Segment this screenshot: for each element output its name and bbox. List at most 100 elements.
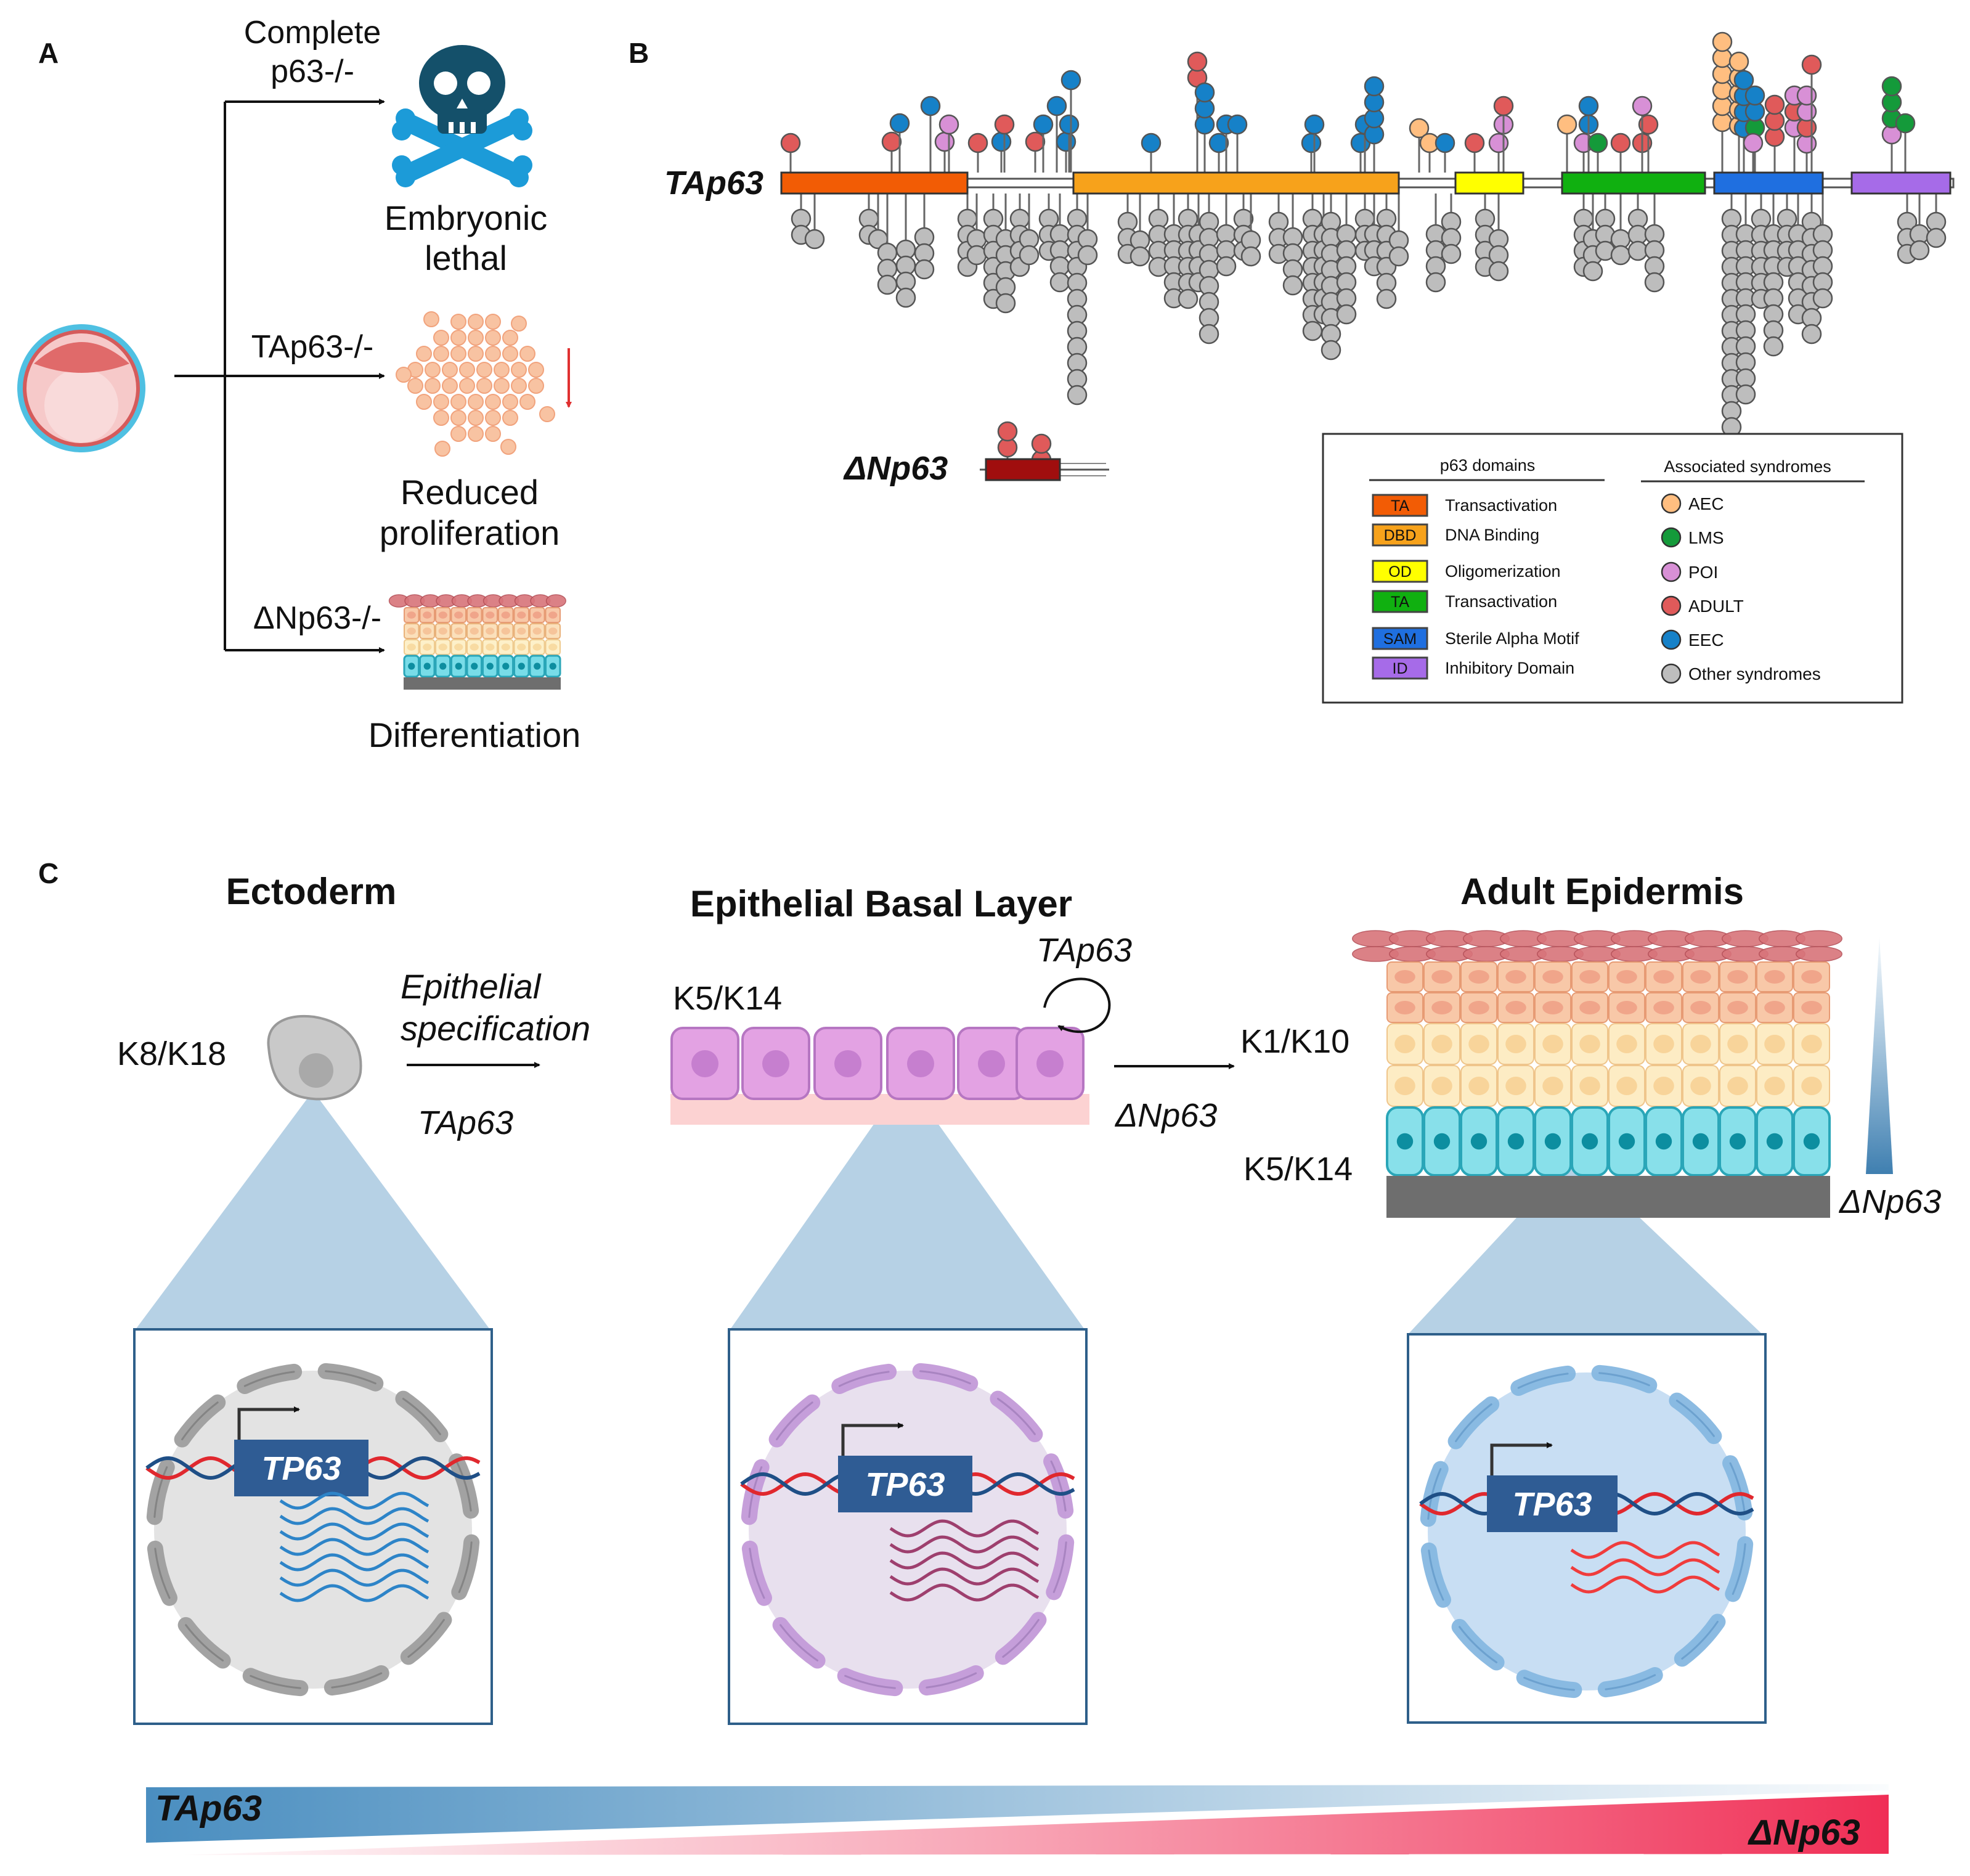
basal-dnp63-label: ΔNp63 [1114, 1097, 1217, 1134]
domain-sam [1713, 171, 1824, 195]
nucleus-icon [154, 1371, 472, 1689]
reduced-label-1: Reduced [401, 473, 539, 512]
domain-od [1454, 171, 1524, 195]
transcription-arrow-icon [1490, 1442, 1553, 1475]
panel-b-label: B [629, 37, 649, 69]
legend-syndrome-dot [1661, 629, 1682, 650]
tp63-gene-label: TP63 [865, 1466, 945, 1503]
cell-cluster-icon [396, 311, 555, 457]
ectoderm-nucleus-box: TP63 [133, 1328, 493, 1725]
legend-syndrome-dot [1661, 663, 1682, 684]
tap63-protein [780, 171, 1955, 195]
mutation-lollipops [780, 31, 1947, 470]
dnp63-ko-label: ΔNp63-/- [253, 600, 381, 636]
legend-domain-name: Oligomerization [1445, 562, 1561, 581]
lethal-label-2: lethal [425, 239, 507, 277]
legend-domain-abbr: SAM [1383, 630, 1417, 648]
tp63-gene-label: TP63 [261, 1450, 341, 1487]
panel-c: C Ectoderm Epithelial Basal Layer Adult … [38, 857, 1941, 1855]
basal-heading: Epithelial Basal Layer [690, 883, 1072, 924]
domain-ta2 [1561, 171, 1706, 195]
legend-syndrome-dot [1661, 561, 1682, 582]
domain-ta1 [780, 171, 969, 195]
stratified-epithelium-icon [388, 594, 566, 690]
complete-label-1: Complete [244, 15, 381, 51]
blastocyst-icon [17, 324, 145, 452]
gradient-tap63-label: TAp63 [155, 1788, 262, 1829]
tap63-ko-label: TAp63-/- [251, 329, 373, 365]
legend-domain-abbr: TA [1391, 593, 1409, 611]
panel-b: B TAp63 ΔNp63 p63 domains Associated syn… [629, 31, 1955, 704]
legend-syndrome-name: POI [1688, 563, 1718, 582]
adult-dnp63-label: ΔNp63 [1838, 1183, 1941, 1220]
legend-domain-swatch [1372, 523, 1428, 547]
tap63-gradient-bar [146, 1784, 1889, 1843]
legend-domains-title: p63 domains [1440, 456, 1536, 475]
mrna-icon [279, 1491, 429, 1602]
ectoderm-heading: Ectoderm [226, 871, 397, 912]
basal-nucleus-box: TP63 [728, 1328, 1088, 1725]
legend: p63 domains Associated syndromes TA Trans… [1322, 433, 1903, 704]
legend-syndrome-dot [1661, 493, 1682, 514]
panel-a-label: A [38, 37, 59, 69]
branch-arrows [174, 99, 385, 653]
domain-dbd [1072, 171, 1400, 195]
tap63-protein-label: TAp63 [664, 165, 763, 202]
spec-tap63-label: TAp63 [418, 1104, 513, 1141]
transcription-arrow-icon [237, 1406, 300, 1440]
legend-syndrome-name: LMS [1688, 528, 1724, 547]
adult-epidermis-icon [1352, 930, 1842, 1218]
lethal-label-1: Embryonic [385, 198, 548, 237]
basal-tap63-label: TAp63 [1036, 932, 1132, 969]
legend-domain-abbr: DBD [1384, 527, 1417, 544]
dnp63-gradient-wedge [1866, 937, 1893, 1174]
legend-domain-swatch [1372, 560, 1428, 583]
k8k18-label: K8/K18 [117, 1035, 226, 1072]
adult-heading: Adult Epidermis [1460, 871, 1744, 912]
zoom-triangle-adult [1408, 1156, 1762, 1334]
dnp63-protein-label: ΔNp63 [843, 450, 948, 487]
dnp63-protein [980, 458, 1109, 481]
legend-syndromes-title: Associated syndromes [1664, 457, 1831, 476]
panel-a: A Complete p63-/- [17, 15, 580, 754]
gradient-dnp63-label: ΔNp63 [1748, 1813, 1860, 1853]
reduced-label-2: proliferation [380, 513, 560, 552]
legend-syndrome-name: AEC [1688, 494, 1724, 513]
legend-syndrome-name: ADULT [1688, 597, 1744, 616]
legend-syndrome-dot [1661, 527, 1682, 548]
complete-label-2: p63-/- [271, 54, 354, 89]
zoom-triangle-ectoderm [136, 1091, 490, 1329]
legend-domain-name: Sterile Alpha Motif [1445, 629, 1579, 648]
legend-syndrome-name: Other syndromes [1688, 664, 1821, 683]
legend-domain-swatch [1372, 627, 1428, 650]
legend-syndrome-dot [1661, 595, 1682, 616]
differentiation-label: Differentiation [368, 716, 581, 754]
legend-domain-abbr: TA [1391, 497, 1409, 515]
epithelial-spec-label-1: Epithelial [401, 967, 542, 1006]
panel-c-label: C [38, 857, 59, 889]
legend-domain-abbr: OD [1388, 563, 1412, 581]
legend-domain-abbr: ID [1393, 660, 1408, 677]
zoom-triangle-basal [730, 1079, 1085, 1329]
legend-domain-name: DNA Binding [1445, 526, 1539, 544]
mrna-icon [1570, 1541, 1720, 1594]
adult-nucleus-box: TP63 [1407, 1333, 1767, 1724]
mrna-icon [889, 1519, 1040, 1602]
transcription-arrow-icon [841, 1422, 904, 1456]
nucleus-icon [749, 1371, 1067, 1689]
epithelial-spec-label-2: specification [401, 1009, 590, 1048]
legend-domain-name: Transactivation [1445, 496, 1557, 515]
legend-domain-swatch [1372, 494, 1428, 517]
ectoderm-cell-icon [267, 1014, 362, 1101]
dnp63-gradient-bar [185, 1795, 1889, 1855]
domain-id [1850, 171, 1952, 195]
self-renewal-arrow [1043, 977, 1111, 1034]
legend-domain-swatch [1372, 656, 1428, 680]
basal-k5k14-label: K5/K14 [673, 980, 782, 1017]
legend-domain-swatch [1372, 590, 1428, 613]
adult-k1k10-label: K1/K10 [1240, 1023, 1349, 1060]
legend-syndrome-name: EEC [1688, 630, 1724, 650]
tp63-gene-label: TP63 [1512, 1486, 1592, 1523]
basal-layer-icon [670, 1027, 1089, 1125]
